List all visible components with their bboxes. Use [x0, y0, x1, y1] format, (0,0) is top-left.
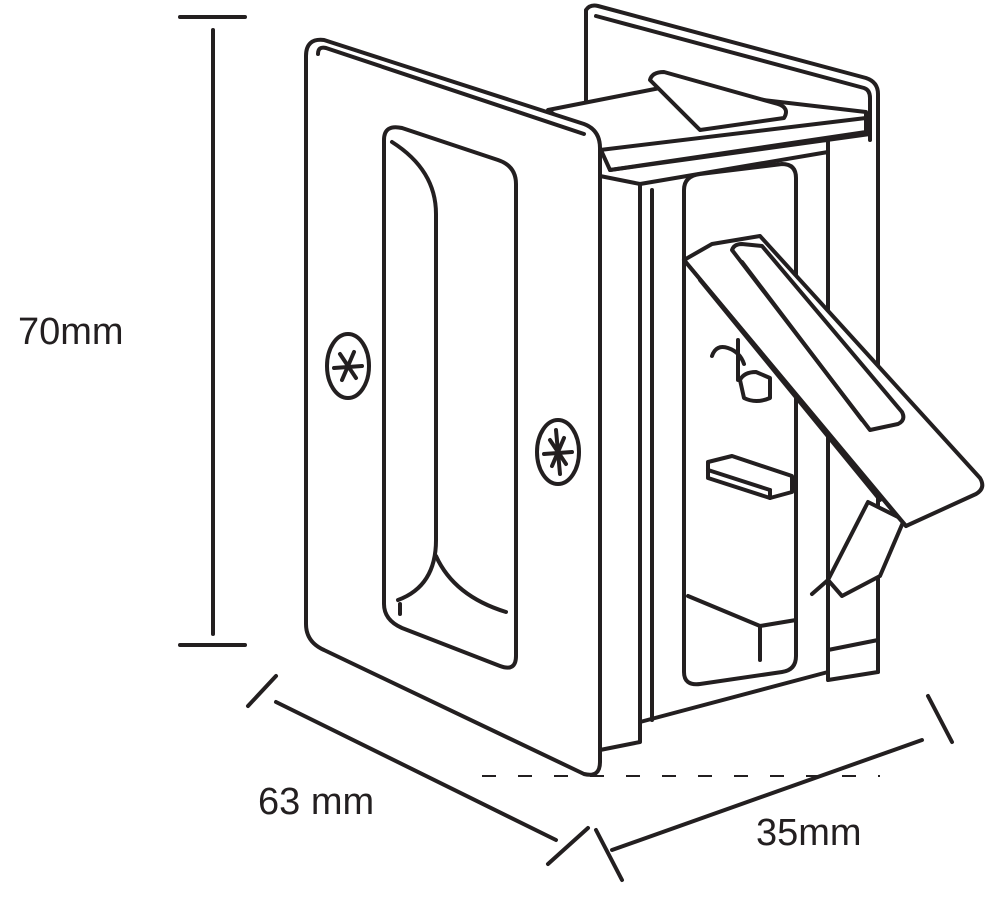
screw-icon: [325, 332, 371, 400]
width-dimension-label: 63 mm: [258, 781, 375, 823]
screw-icon: [535, 418, 581, 486]
width-dimension-line: [246, 674, 590, 866]
height-dimension-label: 70mm: [18, 311, 124, 353]
depth-dimension-line: [594, 694, 954, 882]
flip-pull-tab: [682, 234, 985, 598]
face-plate: [304, 37, 602, 777]
depth-dimension-label: 35mm: [756, 812, 862, 854]
height-dimension-line: [178, 15, 247, 647]
